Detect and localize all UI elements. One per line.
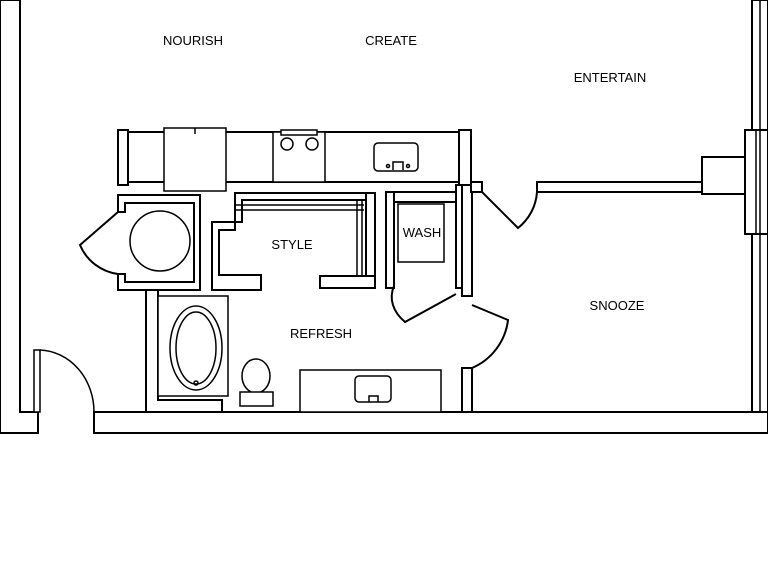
door-swing-icon (78, 211, 119, 275)
kitchen-counter (117, 127, 472, 192)
column (701, 156, 746, 195)
style-partitions (211, 191, 463, 291)
bathtub-icon (169, 305, 223, 391)
closet-walls (117, 194, 201, 291)
cooktop-icon (272, 131, 326, 183)
bottom-exterior-wall (93, 411, 768, 434)
room-label-style: STYLE (271, 237, 313, 252)
bathtub (157, 295, 229, 397)
washer-dryer-icon (129, 210, 191, 272)
room-label-snooze: SNOOZE (590, 298, 645, 313)
room-label-create: CREATE (365, 33, 417, 48)
room-label-wash: WASH (403, 225, 442, 240)
entry-door[interactable] (33, 349, 95, 413)
vanity-sink-icon (354, 375, 392, 403)
exterior-walls (0, 0, 768, 434)
washer-dryer-icon (397, 203, 445, 263)
door-swing-icon (39, 349, 95, 413)
door-swing-icon (471, 304, 510, 369)
room-label-refresh: REFRESH (290, 326, 352, 341)
vanity (299, 369, 442, 413)
door-swing-icon (481, 191, 538, 230)
kitchen-left-pier (117, 129, 129, 186)
bedroom-walls (470, 181, 703, 230)
kitchen-sink-icon (373, 142, 419, 172)
room-label-entertain: ENTERTAIN (574, 70, 646, 85)
door-swing-icon (390, 285, 457, 324)
wash-room (385, 184, 463, 324)
toilet-icon (241, 358, 271, 394)
entry-door-leaf[interactable] (33, 349, 41, 413)
closet-area (78, 194, 201, 291)
kitchen-right-pier (458, 129, 472, 186)
room-label-nourish: NOURISH (163, 33, 223, 48)
left-exterior-wall (0, 0, 39, 434)
room-labels: NOURISH CREATE ENTERTAIN STYLE WASH REFR… (163, 33, 646, 341)
refrigerator (163, 127, 227, 192)
toilet (239, 358, 274, 407)
bath-walls (145, 184, 510, 413)
